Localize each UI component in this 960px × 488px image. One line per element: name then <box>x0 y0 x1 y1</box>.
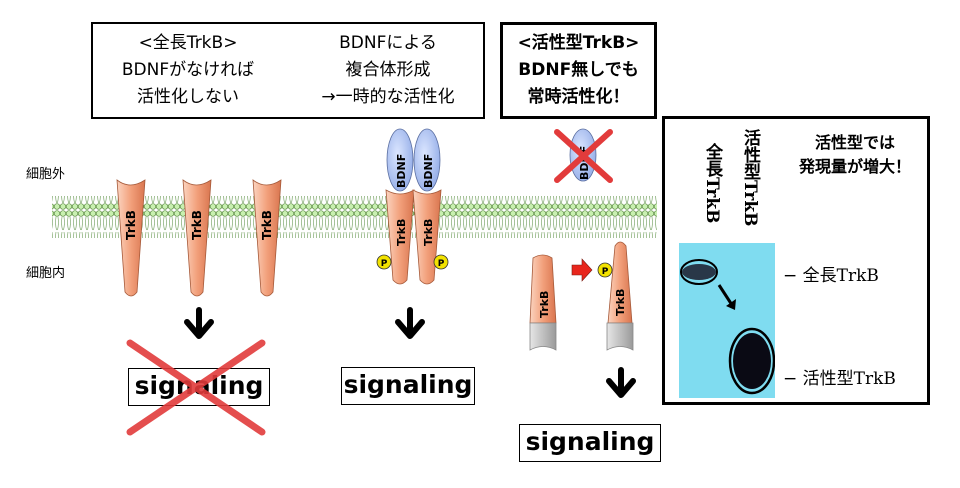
signaling-label: signaling <box>525 427 655 456</box>
truncated-trkb-left: TrkB <box>529 254 557 351</box>
lane-label-active: 活性型TrkB <box>740 129 760 227</box>
trkb-receptor <box>385 189 415 285</box>
band-label-full-length: − 全長TrkB <box>783 261 879 286</box>
band-marker: − <box>783 369 798 389</box>
active-band <box>733 333 771 389</box>
down-arrow-icon <box>184 307 214 339</box>
legend-right-line: 複合体形成 <box>345 60 431 80</box>
legend-right-line: →一時的な活性化 <box>321 87 455 107</box>
phospho-badge <box>597 262 613 278</box>
band-circle <box>680 259 718 285</box>
active-trkb-box: <活性型TrkB> BDNF無しでも 常時活性化！ <box>500 22 657 119</box>
legend-left-line: 活性化しない <box>137 87 239 107</box>
trkb-receptor: TrkB <box>182 179 212 297</box>
intracellular-label: 細胞内 <box>26 266 66 281</box>
lipid-bilayer <box>52 196 657 238</box>
legend-box: <全長TrkB> BDNFがなければ 活性化しない BDNFによる 複合体形成 … <box>91 22 485 119</box>
active-trkb-description: <活性型TrkB> BDNF無しでも 常時活性化！ <box>503 30 654 111</box>
band-label-active: − 活性型TrkB <box>783 364 896 389</box>
bdnf-complex-description: BDNFによる 複合体形成 →一時的な活性化 <box>298 30 478 111</box>
receptor-label: TrkB <box>395 219 408 246</box>
cross-mark-icon <box>554 129 613 183</box>
receptor-label: TrkB <box>538 291 551 318</box>
bdnf-label: BDNF <box>422 154 435 188</box>
legend-right-line: BDNFによる <box>339 33 437 53</box>
bdnf-dimer: BDNF BDNF TrkB TrkB P P <box>376 128 449 285</box>
signaling-label: signaling <box>134 371 264 400</box>
receptor-label: TrkB <box>422 219 435 246</box>
extracellular-label: 細胞外 <box>26 167 66 182</box>
blot-caption-line: 活性型では <box>814 133 895 152</box>
blot-image <box>679 243 775 398</box>
active-line: <活性型TrkB> <box>517 33 640 53</box>
receptor-label: TrkB <box>614 289 627 316</box>
receptor-label: TrkB <box>260 210 274 240</box>
active-line: 常時活性化！ <box>527 87 630 107</box>
band-label-text: 全長TrkB <box>802 266 879 286</box>
down-arrow-icon <box>395 307 425 339</box>
phospho-badge <box>376 254 392 270</box>
legend-left-line: BDNFがなければ <box>121 60 255 80</box>
phospho-label: P <box>438 259 445 269</box>
active-line: BDNF無しでも <box>518 60 639 80</box>
phospho-badge <box>433 254 449 270</box>
phospho-label: P <box>602 267 609 277</box>
western-blot-panel: 活性型では 発現量が増大！ 全長TrkB 活性型TrkB − 全長TrkB − … <box>662 116 930 405</box>
full-length-description: <全長TrkB> BDNFがなければ 活性化しない <box>113 30 263 111</box>
trkb-receptor: TrkB <box>252 179 282 297</box>
bdnf-label: BDNF <box>395 154 408 188</box>
band-marker: − <box>783 266 798 286</box>
blot-caption: 活性型では 発現量が増大！ <box>780 131 930 179</box>
absent-bdnf: BDNF <box>554 128 613 183</box>
trkb-receptor: TrkB <box>116 179 146 297</box>
bdnf-ligand <box>386 128 414 192</box>
red-arrow-icon <box>571 258 593 282</box>
signaling-box-bdnf: signaling <box>341 367 475 405</box>
signaling-box-active: signaling <box>519 424 661 462</box>
legend-left-line: <全長TrkB> <box>138 33 238 53</box>
full-length-band <box>682 264 716 280</box>
receptor-label: TrkB <box>124 210 138 240</box>
down-arrow-icon <box>606 367 636 398</box>
band-label-text: 活性型TrkB <box>802 369 896 389</box>
band-arrowhead-icon <box>726 299 736 310</box>
lane-label-full-length: 全長TrkB <box>702 143 722 224</box>
signaling-box-blocked: signaling <box>128 368 270 406</box>
band-arrow-icon <box>717 284 734 306</box>
signaling-label: signaling <box>343 370 473 399</box>
blot-caption-line: 発現量が増大！ <box>798 157 911 176</box>
bdnf-ligand <box>413 128 441 192</box>
truncated-trkb-right: TrkB P <box>597 241 634 351</box>
receptor-label: TrkB <box>190 210 204 240</box>
band-circle <box>728 327 775 395</box>
phospho-label: P <box>381 259 388 269</box>
